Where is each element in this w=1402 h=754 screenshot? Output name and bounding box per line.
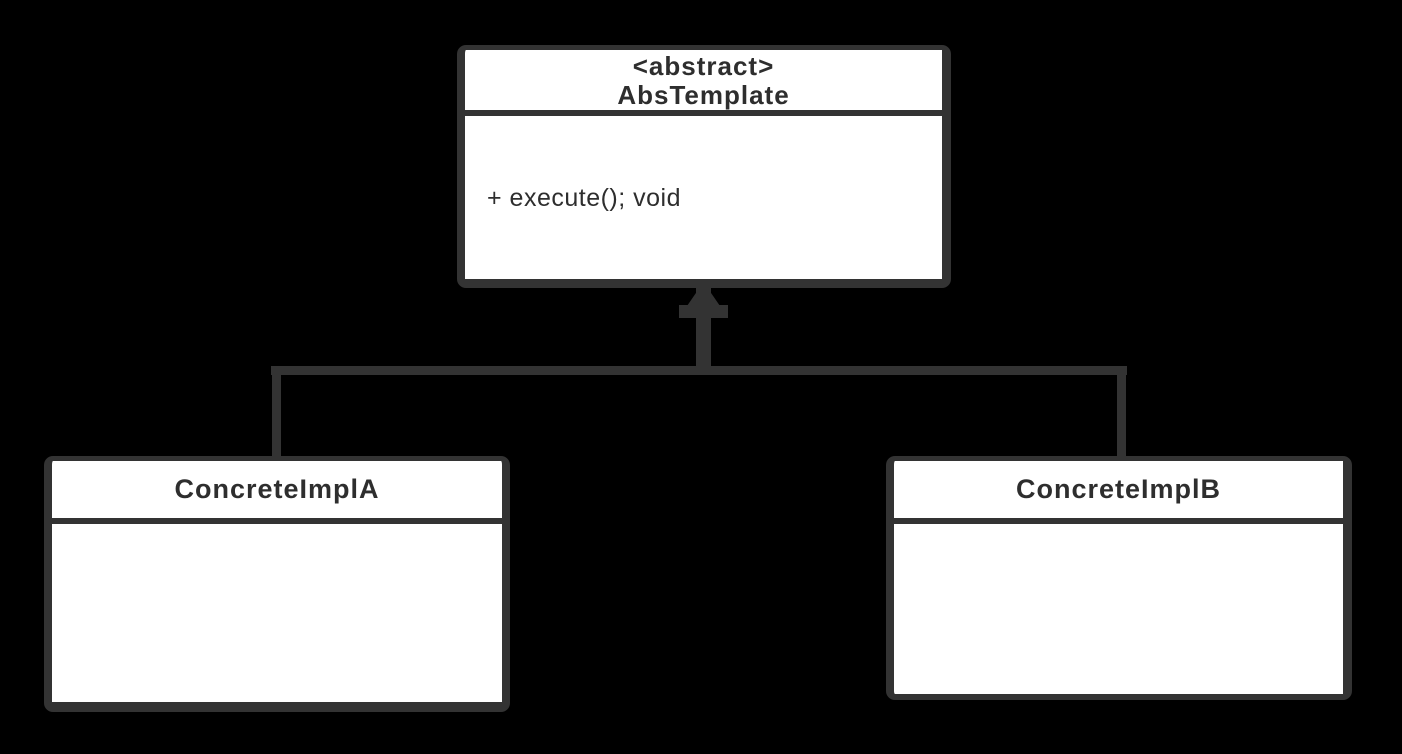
class-members — [52, 524, 502, 544]
class-members: + execute(); void — [465, 116, 942, 213]
class-box-concreteimpla[interactable]: ConcreteImplA — [44, 456, 510, 712]
arrowhead-triangle-icon — [687, 282, 720, 306]
class-box-abstemplate[interactable]: <abstract> AbsTemplate + execute(); void — [457, 45, 951, 288]
class-stereotype: <abstract> — [632, 51, 775, 81]
class-name: ConcreteImplB — [1015, 474, 1222, 504]
class-header: <abstract> AbsTemplate — [465, 50, 942, 116]
class-name: ConcreteImplA — [174, 474, 380, 504]
class-member-execute: + execute(); void — [487, 184, 682, 212]
class-header: ConcreteImplB — [894, 461, 1343, 524]
class-members — [894, 524, 1343, 544]
class-header: ConcreteImplA — [52, 461, 502, 524]
class-box-concreteimplb[interactable]: ConcreteImplB — [886, 456, 1352, 700]
connector-left-drop — [272, 366, 281, 461]
arrowhead-crossbar — [679, 305, 728, 318]
connector-right-drop — [1117, 366, 1126, 461]
connector-horizontal — [271, 366, 1127, 375]
class-name: AbsTemplate — [617, 80, 790, 110]
